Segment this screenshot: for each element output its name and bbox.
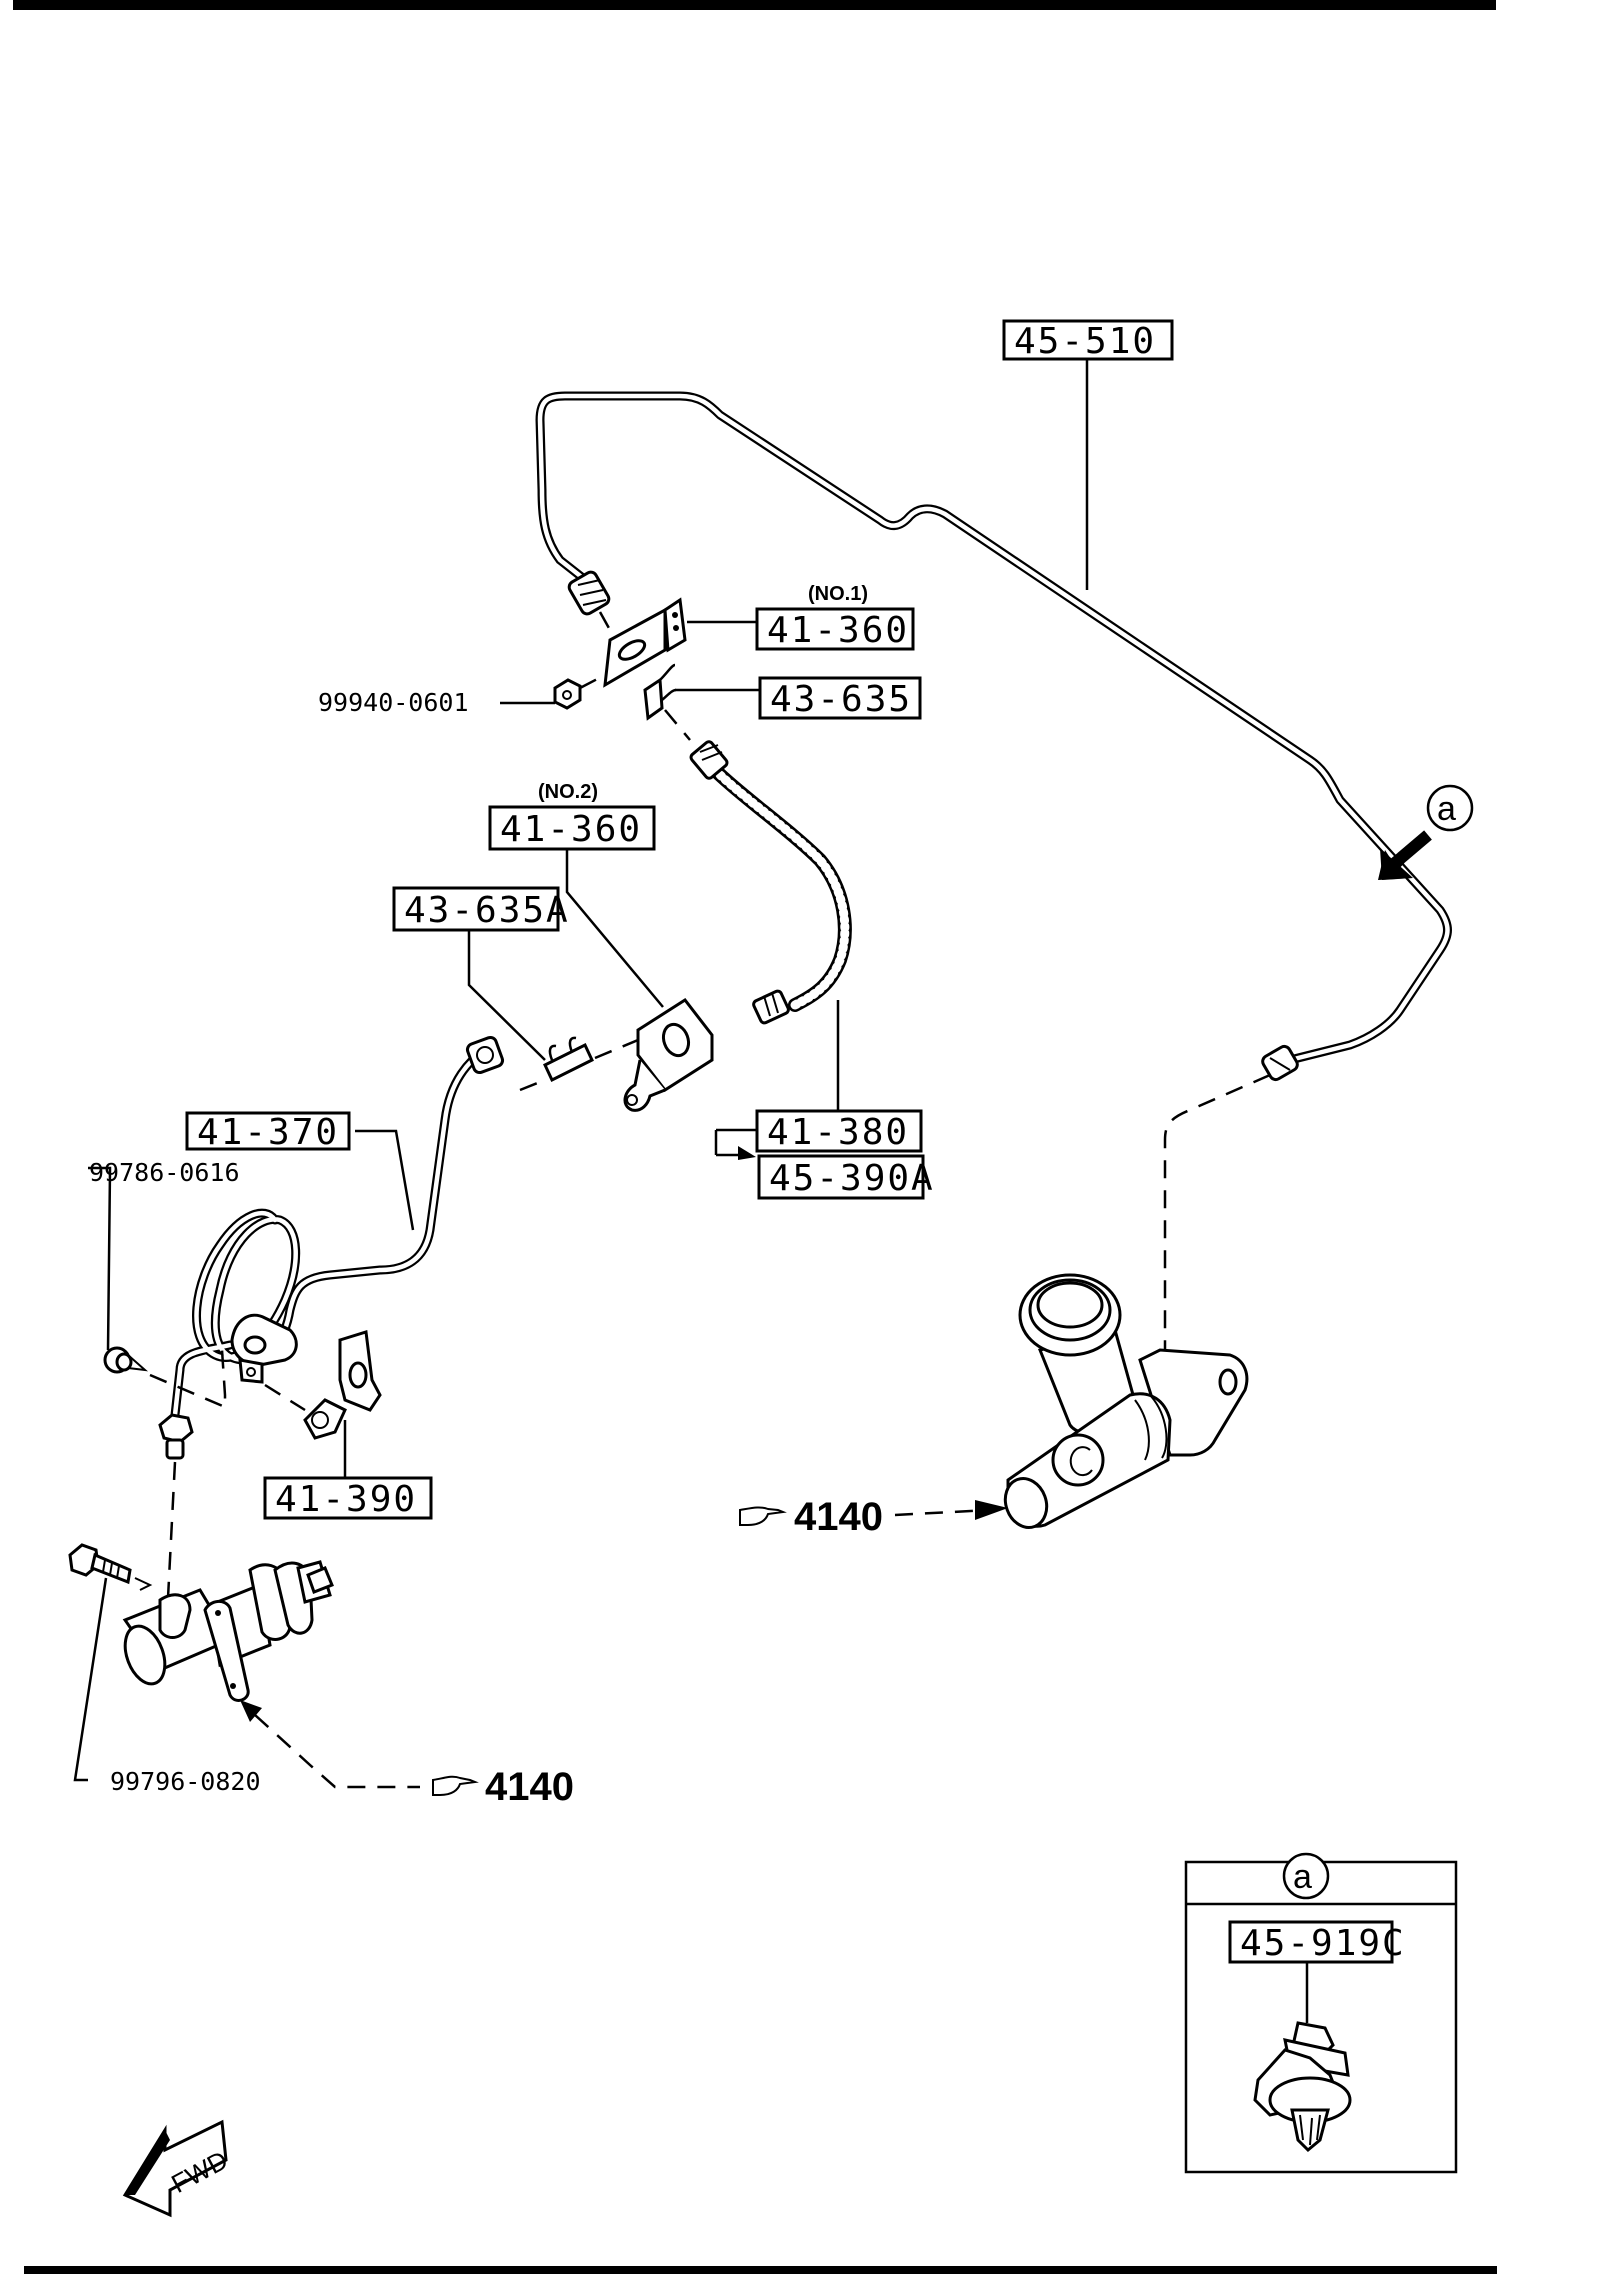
bottom-border-bar <box>24 2266 1497 2274</box>
bracket-41-390 <box>264 1330 382 1440</box>
svg-text:45-919C: 45-919C <box>1240 1923 1406 1964</box>
bracket-no1 <box>598 597 687 688</box>
master-cylinder <box>1003 1273 1249 1529</box>
bolt-99786-0616: 99786-0616 <box>88 1158 240 1409</box>
label-45-390A: 45-390A <box>757 1154 935 1200</box>
clip-43-635 <box>643 663 691 741</box>
ref-4140-master: 4140 <box>739 1495 1008 1539</box>
svg-text:a: a <box>1437 790 1456 828</box>
flare-nut-upper <box>567 570 611 616</box>
label-41-370: 41-370 <box>185 1111 415 1231</box>
svg-text:41-360: 41-360 <box>500 809 642 850</box>
callout-a: a <box>1378 784 1474 880</box>
svg-text:41-390: 41-390 <box>275 1479 417 1520</box>
fwd-arrow-icon: FWD <box>122 2119 233 2218</box>
pointing-hand-icon <box>739 1506 787 1526</box>
label-41-390: 41-390 <box>263 1420 433 1520</box>
pipe-41-370 <box>158 1035 505 1460</box>
svg-text:99940-0601: 99940-0601 <box>318 688 469 717</box>
hose-41-380 <box>689 740 852 1025</box>
top-border-bar <box>13 0 1496 10</box>
pointing-hand-icon <box>432 1775 479 1796</box>
svg-text:(NO.1): (NO.1) <box>808 583 868 605</box>
label-41-360-no2: (NO.2) 41-360 <box>488 781 664 1008</box>
svg-text:41-360: 41-360 <box>767 610 909 651</box>
svg-text:(NO.2): (NO.2) <box>538 781 598 803</box>
circle-a-icon <box>1282 1852 1330 1900</box>
nut-99940-0601: 99940-0601 <box>318 673 606 717</box>
flare-nut-right <box>1261 1044 1299 1082</box>
svg-text:4140: 4140 <box>794 1495 883 1539</box>
detail-box-a: a 45-919C <box>1184 1852 1458 2174</box>
svg-text:4140: 4140 <box>485 1765 574 1809</box>
pipe-45-510 <box>535 391 1452 1065</box>
circle-a-icon <box>1426 784 1474 832</box>
label-41-360-no1: (NO.1) 41-360 <box>687 583 915 651</box>
label-43-635: 43-635 <box>675 676 922 720</box>
svg-text:41-380: 41-380 <box>767 1112 909 1153</box>
svg-text:41-370: 41-370 <box>197 1112 339 1153</box>
label-45-510: 45-510 <box>1002 319 1174 590</box>
svg-text:45-510: 45-510 <box>1014 321 1156 362</box>
svg-text:a: a <box>1293 1858 1312 1896</box>
bolt-99796-0820: 99796-0820 <box>68 1543 261 1796</box>
ref-4140-lower: 4140 <box>240 1700 574 1809</box>
clip-43-635A <box>543 1036 639 1083</box>
label-43-635A: 43-635A <box>392 886 570 1061</box>
bracket-no2 <box>623 997 714 1112</box>
release-cylinder <box>122 1560 334 1702</box>
svg-text:43-635: 43-635 <box>770 679 912 720</box>
svg-text:99786-0616: 99786-0616 <box>89 1158 240 1187</box>
svg-text:43-635A: 43-635A <box>404 890 570 931</box>
svg-text:45-390A: 45-390A <box>769 1158 935 1199</box>
svg-text:99796-0820: 99796-0820 <box>110 1767 261 1796</box>
label-41-380: 41-380 <box>714 1000 923 1160</box>
clip-45-919C <box>1253 2021 1352 2153</box>
